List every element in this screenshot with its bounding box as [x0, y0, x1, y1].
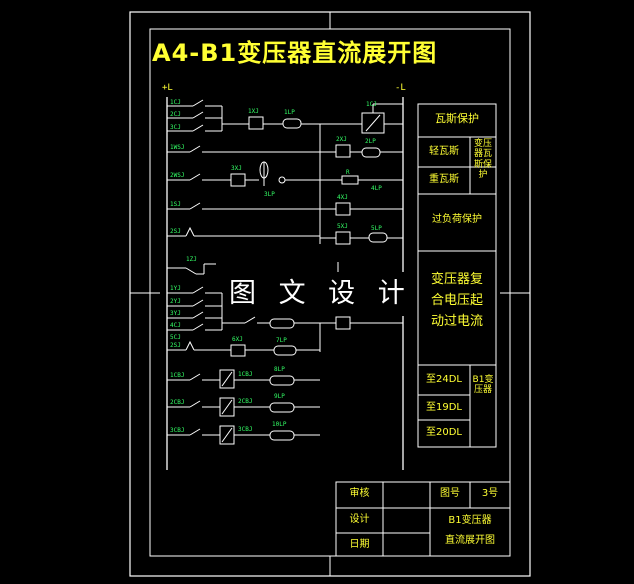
label-4lp: 4LP [371, 185, 382, 192]
right-panel-grid [417, 103, 497, 448]
page-title: A4-B1变压器直流展开图 [152, 39, 438, 67]
label-1cbj-b: 1CBJ [238, 371, 252, 378]
label-4xj: 4XJ [337, 194, 348, 201]
panel-heavy-gas: 重瓦斯 [429, 174, 459, 185]
label-1xj: 1XJ [248, 108, 259, 115]
label-8lp: 8LP [274, 366, 285, 373]
label-1cj-coil: 1CJ [366, 101, 377, 108]
label-2cbj-b: 2CBJ [238, 398, 252, 405]
label-1zj: 1ZJ [186, 256, 197, 263]
circuit-lines [167, 99, 403, 445]
label-5cj: 5CJ [170, 334, 181, 341]
panel-meter-19dl: 至19DL [426, 402, 462, 413]
label-2cj: 2CJ [170, 111, 181, 118]
label-2xj: 2XJ [336, 136, 347, 143]
label-4cj: 4CJ [170, 322, 181, 329]
label-2wsj: 2WSJ [170, 172, 184, 179]
title-block-design: 设计 [349, 514, 370, 525]
label-1cj: 1CJ [170, 99, 181, 106]
panel-meter-20dl: 至20DL [426, 427, 462, 438]
panel-meter-24dl: 至24DL [426, 374, 462, 385]
panel-overload: 过负荷保护 [432, 214, 482, 225]
label-3cbj-b: 3CBJ [238, 426, 252, 433]
label-2sj: 2SJ [170, 228, 181, 235]
negative-bus-label: -L [395, 83, 406, 93]
label-2yj: 2YJ [170, 298, 181, 305]
label-3lp: 3LP [264, 191, 275, 198]
label-9lp: 9LP [274, 393, 285, 400]
title-block-name-line2: 直流展开图 [445, 535, 495, 546]
label-r: R [346, 169, 350, 176]
positive-bus-label: +L [162, 83, 173, 93]
label-2sj-b: 2SJ [170, 342, 181, 349]
panel-overcurrent: 变压器复合电压起动过电流 [430, 272, 483, 329]
label-7lp: 7LP [276, 337, 287, 344]
panel-side-note: B1变压器 [472, 375, 494, 396]
title-block-date: 日期 [349, 539, 370, 550]
title-block-grid [335, 481, 511, 557]
title-block-review: 审核 [349, 488, 370, 499]
title-block-drawing-no: 3号 [481, 488, 499, 499]
label-10lp: 10LP [272, 421, 287, 428]
panel-light-gas: 轻瓦斯 [429, 146, 459, 157]
label-3xj: 3XJ [231, 165, 242, 172]
label-1cbj: 1CBJ [170, 372, 184, 379]
label-1sj: 1SJ [170, 201, 181, 208]
label-5lp: 5LP [371, 225, 382, 232]
label-3yj: 3YJ [170, 310, 181, 317]
label-3cj: 3CJ [170, 124, 181, 131]
component-labels: 1CJ 2CJ 3CJ 1WSJ 2WSJ 1SJ 2SJ 1ZJ 1YJ 2Y… [170, 99, 382, 434]
label-6xj: 6XJ [232, 336, 243, 343]
label-2lp: 2LP [365, 138, 376, 145]
label-1yj: 1YJ [170, 285, 181, 292]
label-1lp: 1LP [284, 109, 295, 116]
label-1wsj: 1WSJ [170, 144, 184, 151]
label-3cbj: 3CBJ [170, 427, 184, 434]
panel-gas-relay: 变压器瓦斯保护 [473, 139, 492, 181]
panel-protect: 瓦斯保护 [435, 112, 479, 125]
label-2cbj: 2CBJ [170, 399, 184, 406]
label-5xj: 5XJ [337, 223, 348, 230]
watermark-overlay: 图 文 设 计 [229, 272, 409, 316]
title-block-name-line1: B1变压器 [448, 515, 492, 526]
title-block-drawing-no-label: 图号 [440, 488, 460, 499]
